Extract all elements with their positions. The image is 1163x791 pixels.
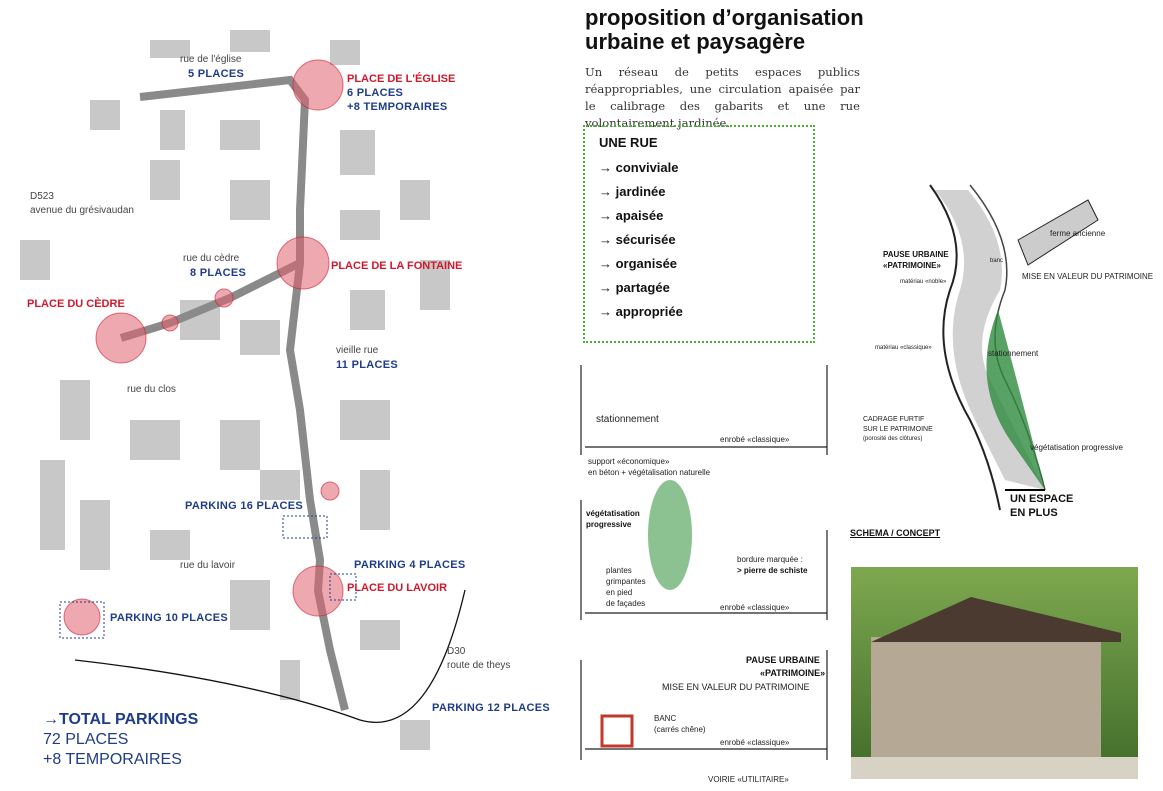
- rue-box: UNE RUE → conviviale → jardinée → apaisé…: [583, 125, 815, 343]
- schema-label: matériau «classique»: [875, 345, 932, 351]
- map-drawing: [20, 30, 466, 750]
- rue-item: → partagée: [599, 280, 670, 295]
- place-label: PLACE DU LAVOIR: [347, 582, 448, 594]
- rue-title: UNE RUE: [599, 135, 658, 150]
- schema-label: stationnement: [988, 349, 1039, 358]
- place-circles: [63, 59, 344, 636]
- section-sketches: [580, 365, 828, 760]
- schema-drawing: [929, 184, 1099, 511]
- count-label: +8 TEMPORAIRES: [347, 101, 448, 113]
- sketch-label: bordure marquée :: [737, 555, 803, 564]
- schema-label: CADRAGE FURTIF: [863, 416, 925, 423]
- sketch-label: progressive: [586, 520, 632, 529]
- schema-label: MISE EN VALEUR DU PATRIMOINE: [1022, 272, 1154, 281]
- sketch-label: «PATRIMOINE»: [760, 668, 826, 678]
- sketch-label: stationnement: [596, 414, 659, 425]
- place-label: PLACE DE LA FONTAINE: [331, 260, 463, 272]
- place-label: PLACE DE L'ÉGLISE: [347, 73, 456, 85]
- sketch-label: VOIRIE «UTILITAIRE»: [708, 775, 789, 784]
- village-map: rue de l'église 5 PLACES PLACE DE L'ÉGLI…: [0, 0, 550, 787]
- total-temp: +8 TEMPORAIRES: [43, 751, 182, 768]
- sketch-label: enrobé «classique»: [720, 738, 790, 747]
- parking-label: PARKING 16 PLACES: [185, 500, 303, 512]
- rue-item: → conviviale: [599, 160, 679, 175]
- schema-label: ferme ancienne: [1050, 229, 1106, 238]
- schema-label: matériau «noble»: [900, 279, 947, 285]
- rue-item: → apaisée: [599, 208, 664, 223]
- sketch-label: enrobé «classique»: [720, 603, 790, 612]
- sketch-label: support «économique»: [588, 457, 670, 466]
- sketch-label: de façades: [606, 599, 646, 608]
- sketch-label: PAUSE URBAINE: [746, 655, 820, 665]
- sketch-label: plantes: [606, 566, 632, 575]
- schema-label: EN PLUS: [1010, 507, 1058, 519]
- street-label: rue de l'église: [180, 54, 242, 65]
- buildings: [20, 30, 450, 750]
- schema-label: (porosité des clôtures): [863, 436, 923, 442]
- house-photo: [851, 567, 1138, 779]
- schema-label: végétatisation progressive: [1030, 443, 1123, 452]
- sketch-label: végétatisation: [586, 509, 640, 518]
- sketch-label: en béton + végétalisation naturelle: [588, 468, 711, 477]
- street-label: vieille rue: [336, 345, 379, 356]
- sketch-label: > pierre de schiste: [737, 566, 808, 575]
- sketch-label: enrobé «classique»: [720, 435, 790, 444]
- page-header: proposition d’organisation urbaine et pa…: [585, 6, 945, 132]
- street-label: route de theys: [447, 660, 511, 671]
- street-label: rue du clos: [127, 384, 176, 395]
- sketch-label: BANC: [654, 714, 677, 723]
- street-label: D523: [30, 191, 54, 202]
- page-title: proposition d’organisation urbaine et pa…: [585, 5, 864, 54]
- sketch-label: grimpantes: [606, 577, 646, 586]
- total-parkings: →TOTAL PARKINGS 72 PLACES +8 TEMPORAIRES: [43, 710, 198, 770]
- total-title: →TOTAL PARKINGS: [43, 711, 199, 728]
- parking-label: PARKING 12 PLACES: [432, 702, 550, 714]
- place-label: PLACE DU CÈDRE: [27, 298, 125, 310]
- street-label: rue du lavoir: [180, 560, 236, 571]
- rue-item: → organisée: [599, 256, 678, 271]
- rue-item: → appropriée: [599, 304, 683, 319]
- sketch-label: (carrés chêne): [654, 725, 706, 734]
- rue-item: → sécurisée: [599, 232, 676, 247]
- schema-label: SUR LE PATRIMOINE: [863, 426, 933, 433]
- street-label: avenue du grésivaudan: [30, 205, 134, 216]
- total-places: 72 PLACES: [43, 731, 129, 748]
- count-label: 8 PLACES: [190, 267, 247, 279]
- schema-label: banc: [990, 258, 1004, 264]
- count-label: 5 PLACES: [188, 68, 245, 80]
- intro-text: Un réseau de petits espaces publics réap…: [585, 65, 860, 130]
- street-label: D30: [447, 646, 466, 657]
- count-label: 6 PLACES: [347, 87, 404, 99]
- sketch-label: MISE EN VALEUR DU PATRIMOINE: [662, 682, 810, 692]
- schema-label: UN ESPACE: [1010, 493, 1074, 505]
- schema-caption: SCHEMA / CONCEPT: [850, 528, 941, 538]
- schema-label: PAUSE URBAINE: [883, 250, 949, 259]
- count-label: 11 PLACES: [336, 359, 399, 371]
- sketch-label: en pied: [606, 588, 633, 597]
- parking-label: PARKING 4 PLACES: [354, 559, 466, 571]
- schema-label: «PATRIMOINE»: [883, 261, 941, 270]
- street-label: rue du cèdre: [183, 253, 240, 264]
- parking-label: PARKING 10 PLACES: [110, 612, 228, 624]
- rue-item: → jardinée: [599, 184, 666, 199]
